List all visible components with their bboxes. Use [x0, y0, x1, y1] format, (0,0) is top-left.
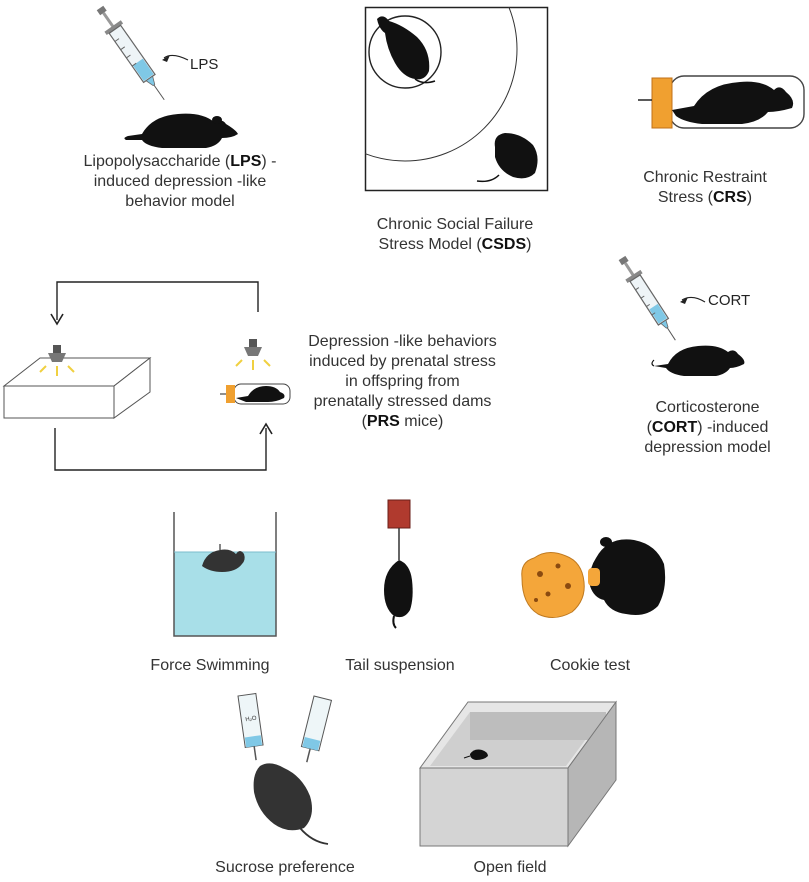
csds-caption: Chronic Social Failure Stress Model (CSD… — [376, 216, 534, 253]
lamp-icon — [235, 339, 271, 370]
cort-tag: CORT — [708, 292, 751, 309]
mouse-icon — [470, 749, 488, 760]
crs-caption: Chronic Restraint Stress (CRS) — [643, 169, 767, 206]
open-field-box — [419, 700, 617, 848]
svg-text:H₂O: H₂O — [245, 716, 257, 724]
lamp-icon — [39, 345, 75, 376]
lps-mouse-icon — [124, 113, 238, 148]
lps-caption: Lipopolysaccharide (LPS) - induced depre… — [83, 153, 277, 210]
open-field-label: Open field — [473, 859, 547, 876]
prs-cage — [2, 356, 152, 419]
csds-arena — [364, 6, 549, 192]
mouse-icon — [384, 560, 413, 618]
mouse-icon — [494, 133, 538, 179]
prs-caption: Depression -like behaviors induced by pr… — [308, 333, 497, 430]
mouse-icon — [672, 81, 794, 124]
force-swimming-beaker — [173, 512, 277, 637]
cort-caption: Corticosterone (CORT) -induced depressio… — [644, 399, 771, 456]
mouse-icon — [589, 539, 666, 615]
mouse-icon — [253, 763, 312, 831]
cookie-icon — [521, 552, 585, 618]
tail-suspension-label: Tail suspension — [345, 657, 455, 674]
mouse-icon — [236, 386, 285, 402]
force-swimming-label: Force Swimming — [150, 657, 270, 674]
cort-mouse-icon — [651, 345, 745, 376]
tail-suspension-icon — [384, 499, 413, 629]
mouse-icon — [202, 549, 245, 572]
crs-restraint-tube — [638, 75, 805, 129]
prs-restraint-tube — [220, 383, 291, 405]
lps-tag: LPS — [190, 56, 219, 73]
sucrose-preference-label: Sucrose preference — [215, 859, 355, 876]
sucrose-preference-icon: H₂O — [237, 692, 333, 845]
cookie-test-label: Cookie test — [549, 657, 631, 674]
mouse-icon — [377, 16, 430, 80]
cookie-test-icon — [521, 537, 666, 618]
